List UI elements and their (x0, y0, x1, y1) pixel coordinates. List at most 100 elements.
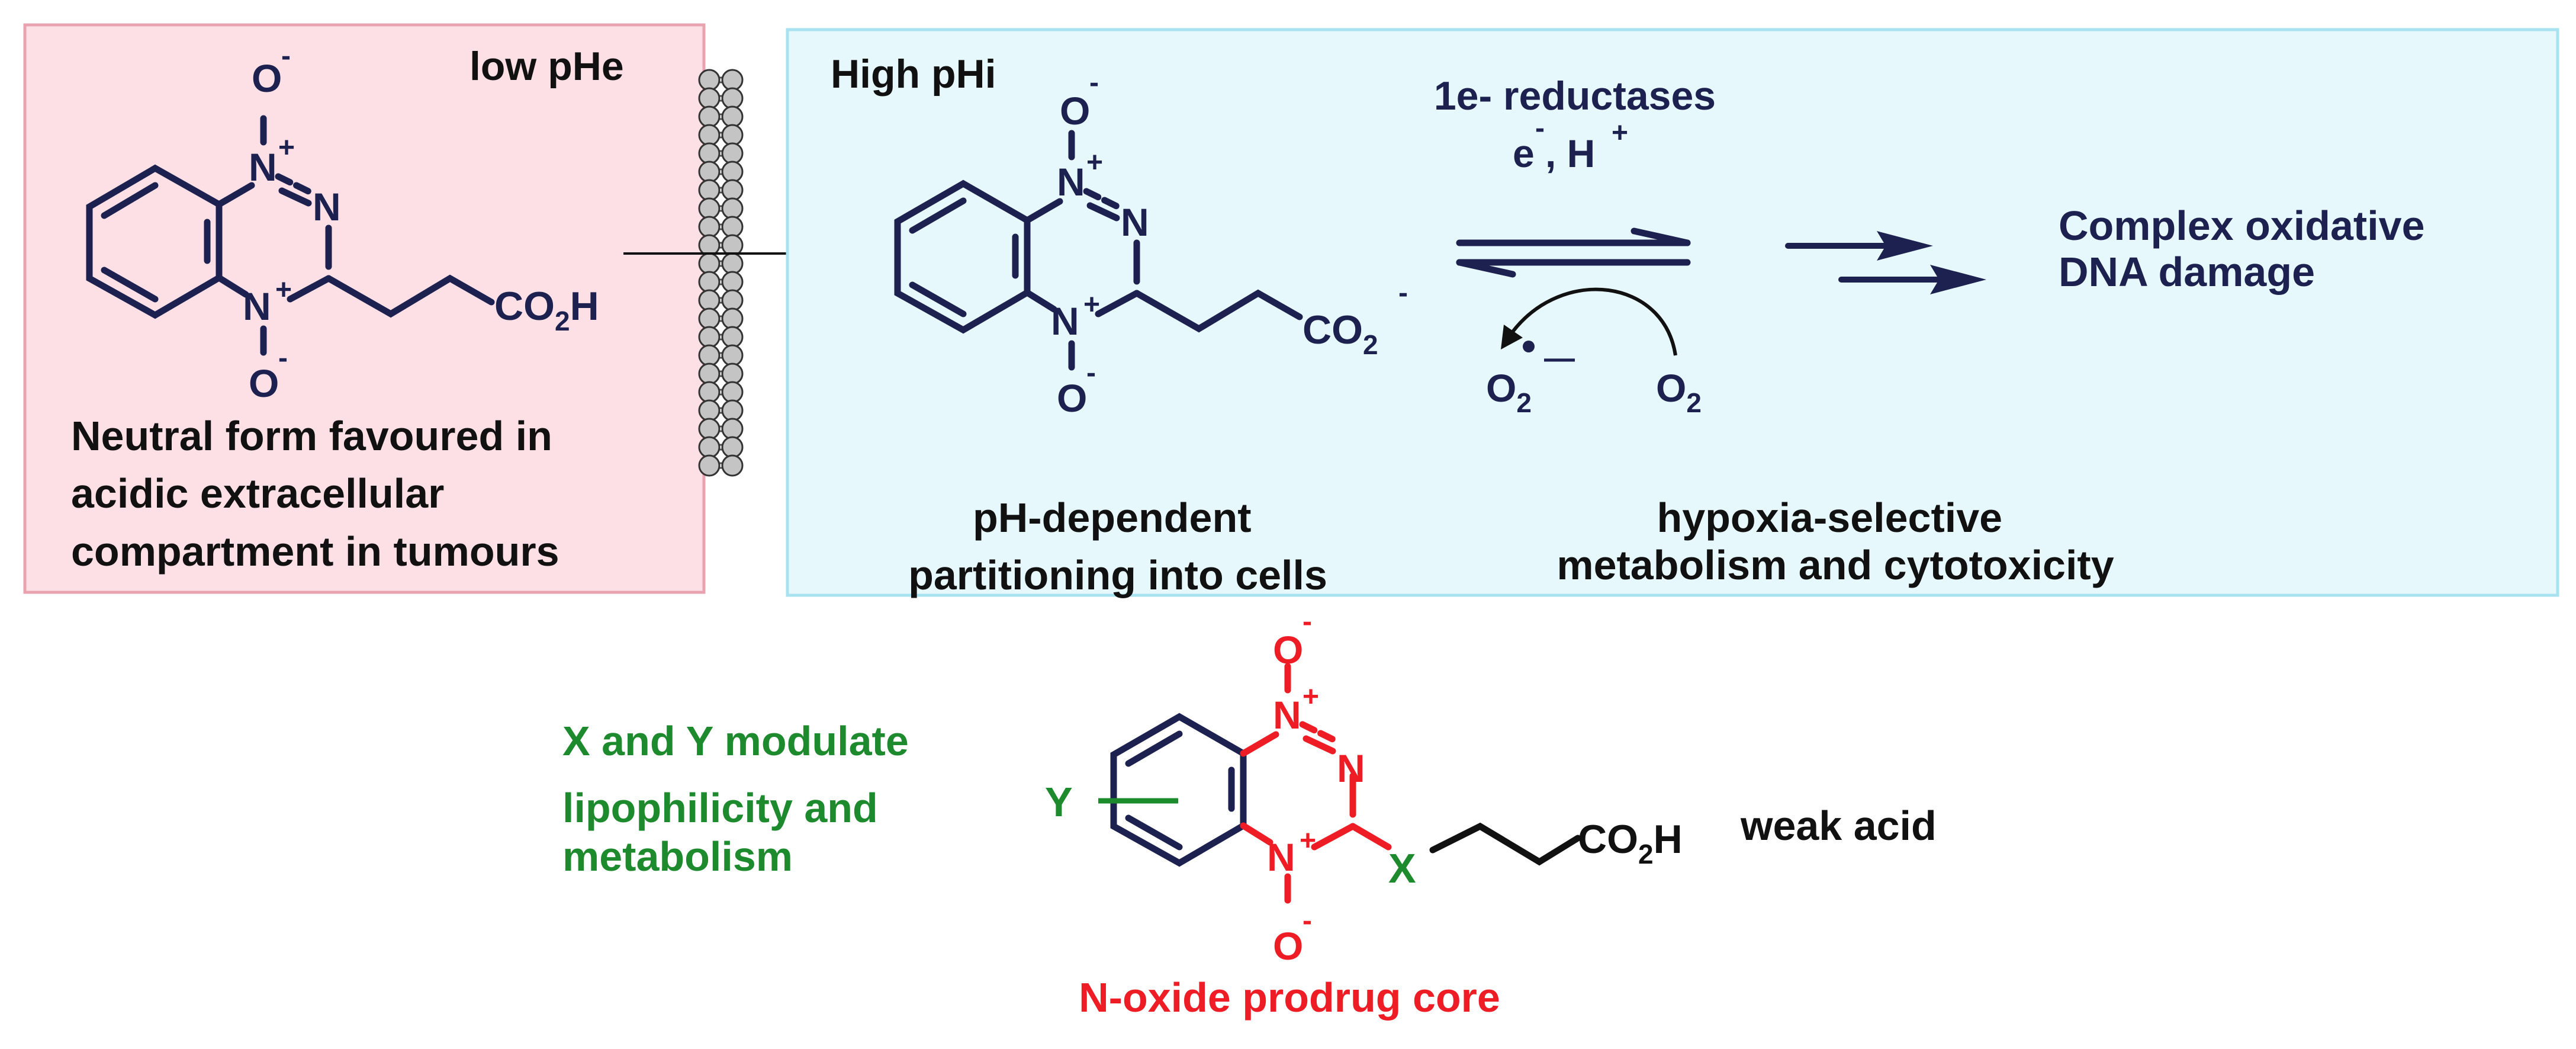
arrow-head (1501, 325, 1523, 349)
lipid-head (721, 69, 744, 91)
lipid-head (721, 363, 744, 385)
oxygen-atom: O (252, 56, 282, 100)
x-linker-label: X (1388, 845, 1416, 891)
charge-label: - (278, 342, 288, 374)
lipid-head (698, 399, 721, 422)
reductase-label: 1e- reductases (1434, 73, 1716, 118)
lipid-head (721, 454, 744, 477)
lipid-head (698, 326, 721, 348)
lipid-head (721, 124, 744, 146)
prodrug-triazine-core (1240, 663, 1392, 904)
lipid-head (698, 344, 721, 367)
benzene-ring (1110, 713, 1247, 867)
oxygen-atom: O (249, 361, 279, 405)
charge-label: + (1300, 825, 1316, 856)
charge-label: + (1303, 681, 1319, 713)
forward-half-arrow-head (1630, 227, 1691, 246)
cell-membrane (698, 69, 744, 477)
lipid-head (698, 161, 721, 183)
high-phi-label: High pHi (831, 52, 996, 97)
propanoic-chain (1429, 822, 1581, 866)
lipid-head (698, 363, 721, 385)
nitrogen-atom: N (1337, 746, 1365, 790)
bond (1349, 823, 1392, 851)
lipid-head (698, 454, 721, 477)
charge-label: - (1303, 905, 1312, 936)
oxygen-atom: O (1057, 376, 1087, 420)
charge-label: - (1398, 277, 1408, 309)
molecule-carboxylate (894, 130, 1303, 371)
benzene-double-bond (101, 267, 159, 303)
lipid-head (721, 197, 744, 220)
lipid-head (721, 418, 744, 440)
lipid-head (698, 289, 721, 312)
charge-label: - (1086, 357, 1096, 389)
extracellular-caption: Neutral form favoured in acidic extracel… (71, 413, 564, 575)
carboxylic-acid-label: CO2H (1578, 817, 1683, 870)
nitrogen-atom: N (313, 185, 341, 229)
lipid-head (721, 216, 744, 238)
charge-label: - (281, 40, 291, 72)
propanoate-chain (1133, 289, 1303, 333)
propanoic-chain (325, 274, 495, 318)
lipid-head (721, 142, 744, 165)
benzene-double-bond (909, 281, 967, 317)
lipid-head (721, 436, 744, 458)
lipid-head (698, 216, 721, 238)
charge-label: + (278, 132, 295, 163)
lipid-head (698, 69, 721, 91)
extracellular-panel: low pHe O - N + N N + O - (23, 23, 706, 594)
prodrug-core-label: N-oxide prodrug core (1079, 974, 1500, 1021)
bond (1240, 731, 1279, 757)
lipid-head (721, 271, 744, 293)
nitrogen-atom: N (1051, 299, 1079, 343)
charge-label: + (1612, 117, 1628, 149)
benzene-double-bond (1125, 814, 1183, 851)
nitrogen-atom: N (1121, 200, 1149, 244)
charge-label: + (275, 274, 292, 306)
lipid-head (698, 179, 721, 201)
lipid-head (721, 105, 744, 128)
molecule-neutral-acid (86, 115, 495, 356)
carboxylic-acid-label: CO2H (494, 284, 599, 336)
bond (216, 182, 255, 208)
bond (1311, 823, 1356, 851)
partition-caption: pH-dependent partitioning into cells (908, 495, 1327, 598)
lipid-head (698, 142, 721, 165)
lipid-head (698, 418, 721, 440)
bond (1299, 721, 1339, 744)
charge-label: - (1089, 67, 1099, 98)
lipid-head (721, 87, 744, 110)
bond (1095, 290, 1140, 317)
y-substituent-label: Y (1045, 779, 1073, 825)
bond (275, 173, 314, 196)
nitrogen-atom: N (243, 284, 271, 328)
radical-dot (1523, 341, 1535, 352)
lipid-head (698, 381, 721, 403)
lipid-head (721, 381, 744, 403)
bond (1024, 289, 1057, 313)
lipid-head (698, 271, 721, 293)
oxygen-recycle-arrow (1511, 287, 1677, 356)
lipid-head (698, 87, 721, 110)
reverse-half-arrow-head (1456, 259, 1516, 278)
hypoxia-caption: hypoxia-selective metabolism and cytotox… (1556, 495, 2114, 588)
bond (287, 275, 332, 303)
benzene-double-bond (909, 197, 967, 234)
lipid-head (721, 344, 744, 367)
charge-label: - (1535, 113, 1545, 144)
charge-label: + (1086, 147, 1103, 178)
bond (1083, 188, 1123, 211)
lipid-head (721, 326, 744, 348)
charge-label: + (1083, 289, 1100, 320)
oxygen-atom: O (1273, 924, 1303, 968)
dna-damage-label: Complex oxidative DNA damage (2059, 203, 2436, 295)
bond (1086, 202, 1120, 222)
proton-label: , H (1545, 131, 1595, 175)
carboxylate-label: CO2 (1303, 307, 1378, 360)
bond (1303, 735, 1336, 755)
lipid-head (721, 289, 744, 312)
nitrogen-atom: N (1057, 160, 1085, 204)
lipid-head (698, 234, 721, 256)
equilibrium-arrow (1456, 227, 1691, 278)
